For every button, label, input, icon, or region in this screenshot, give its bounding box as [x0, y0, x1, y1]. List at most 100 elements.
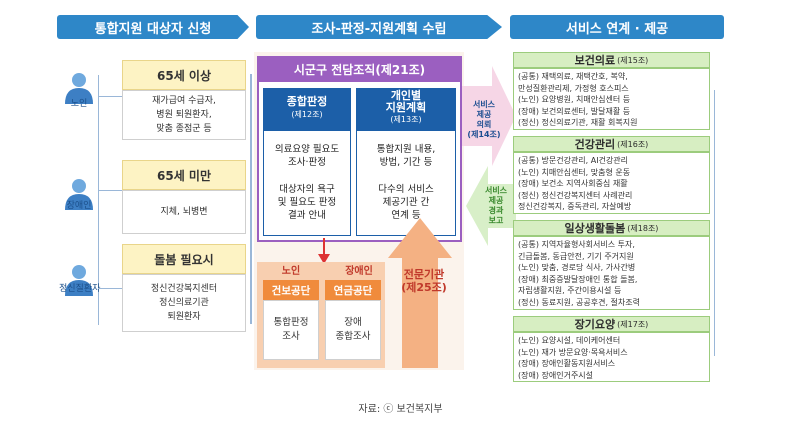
disabled-person-icon [62, 176, 96, 214]
plan-header: 개인별 지원계획 (제13조) [356, 88, 456, 130]
header-apply: 통합지원 대상자 신청 [57, 15, 249, 39]
person-label-disabled: 장애인 [66, 201, 92, 211]
service-article: (제16조) [617, 139, 649, 149]
nps-line: 장애 [344, 317, 362, 328]
plan-title: 개인별 [390, 89, 422, 102]
assessment-line: 및 필요도 판정 [277, 197, 337, 208]
connector-3 [98, 288, 122, 289]
service-header-long-term-care: 장기요양(제17조) [513, 316, 710, 332]
report-arrow-icon [466, 166, 516, 250]
category-under-65: 65세 미만 [122, 160, 246, 190]
service-item: (노인) 맞춤, 경로당 식사, 가사간병 [518, 263, 636, 272]
service-item: (노인) 요양병원, 치매안심센터 등 [518, 95, 631, 104]
assessment-line: 의료요양 필요도 [274, 144, 340, 155]
disabled-tag: 장애인 [345, 266, 373, 277]
service-item: 긴급돌봄, 동급안전, 기기 주거지원 [518, 251, 634, 261]
service-item: (정신) 동료지원, 공공후견, 절차조력 [518, 297, 640, 307]
service-item: 만성질환관리제, 가정형 호스피스 [518, 83, 629, 93]
plan-line: 다수의 서비스 [378, 184, 434, 195]
service-items-long-term-care: (노인) 요양시설, 데이케어센터 (노인) 재가 방문요양·목욕서비스 (장애… [513, 332, 710, 382]
expert-article: (제25조) [401, 281, 447, 294]
referral-label: 서비스 제공 의뢰 (제14조) [464, 100, 504, 140]
assessment-article: (제12조) [291, 110, 323, 119]
plan-body: 통합지원 내용, 방법, 기간 등 다수의 서비스 제공기관 간 연계 등 [356, 130, 456, 236]
details-under-65: 지체, 뇌병변 [122, 190, 246, 234]
referral-line: (제14조) [467, 130, 501, 139]
nps-body: 장애 종합조사 [325, 300, 381, 360]
plan-article: (제13조) [390, 115, 422, 124]
header-plan: 조사-판정-지원계획 수립 [256, 15, 502, 39]
connector-1 [98, 96, 122, 97]
service-title: 장기요양 [574, 318, 616, 331]
assessment-line: 조사·판정 [288, 157, 326, 168]
service-header-medical: 보건의료(제15조) [513, 52, 710, 68]
service-item: (장애) 보건의료센터, 발달재활 등 [518, 106, 631, 116]
service-title: 보건의료 [574, 54, 616, 67]
expert-title: 전문기관 [403, 268, 445, 281]
referral-line: 제공 [476, 110, 492, 119]
left-connector [98, 75, 99, 325]
nhis-line: 통합판정 [273, 317, 309, 328]
details-care-needed: 정신건강복지센터 정신의료기관 퇴원환자 [122, 274, 246, 332]
report-label: 서비스 제공 경과 보고 [476, 186, 516, 226]
down-arrow-icon [317, 238, 331, 268]
report-line: 경과 [488, 206, 504, 215]
report-line: 제공 [488, 196, 504, 205]
assessment-line: 대상자의 욕구 [279, 184, 335, 195]
service-items-health: (공통) 방문건강관리, AI건강관리 (노인) 치매안심센터, 맞춤형 운동 … [513, 152, 710, 214]
elderly-person-icon [62, 70, 96, 108]
detail-line: 정신건강복지센터 [150, 284, 218, 294]
category-care-needed: 돌봄 필요시 [122, 244, 246, 274]
referral-arrow-icon [462, 66, 516, 170]
referral-line: 서비스 [472, 100, 496, 109]
service-item: 자립생활지원, 주간이용시설 등 [518, 286, 622, 295]
referral-line: 의뢰 [476, 120, 492, 129]
detail-line: 정신의료기관 [159, 298, 209, 308]
service-item: 정신건강복지, 중독관리, 자살예방 [518, 202, 632, 211]
detail-line: 지체, 뇌병변 [160, 207, 208, 217]
assessment-header: 종합판정 (제12조) [263, 88, 351, 130]
service-item: (장애) 장애인활동지원서비스 [518, 359, 616, 368]
connector-2 [98, 190, 122, 191]
header-service: 서비스 연계 · 제공 [510, 15, 724, 39]
detail-line: 퇴원환자 [167, 312, 201, 322]
org-title: 시군구 전담조직(제21조) [257, 56, 462, 82]
service-item: (공통) 재택의료, 재택간호, 복약, [518, 72, 628, 81]
service-header-daily-care: 일상생활돌봄(제18조) [513, 220, 710, 236]
nps-line: 종합조사 [335, 331, 371, 342]
nhis-box: 건보공단 [263, 280, 319, 300]
service-title: 일상생활돌봄 [564, 222, 626, 235]
nhis-line: 조사 [282, 331, 300, 342]
source-caption: 자료: ⓒ 보건복지부 [358, 404, 443, 415]
report-line: 서비스 [484, 186, 508, 195]
detail-line: 병원 퇴원환자, [156, 110, 212, 120]
service-item: (노인) 재가 방문요양·목욕서비스 [518, 347, 628, 357]
service-items-medical: (공통) 재택의료, 재택간호, 복약, 만성질환관리제, 가정형 호스피스 (… [513, 68, 710, 130]
person-label-mental: 정신질환자 [59, 284, 101, 294]
left-bracket [250, 74, 252, 324]
expert-up-arrow-icon [388, 218, 452, 372]
person-label-elderly: 노인 [70, 99, 88, 109]
detail-line: 맞춤 종점군 등 [156, 124, 212, 134]
service-item: (공통) 지역자율형사회서비스 투자, [518, 240, 635, 249]
plan-line: 연계 등 [391, 210, 421, 221]
report-line: 보고 [488, 216, 504, 225]
category-65-plus: 65세 이상 [122, 60, 246, 90]
service-article: (제15조) [617, 55, 649, 65]
plan-line: 제공기관 간 [382, 197, 430, 208]
service-article: (제18조) [627, 223, 659, 233]
details-65-plus: 재가급여 수급자, 병원 퇴원환자, 맞춤 종점군 등 [122, 90, 246, 140]
plan-line: 방법, 기간 등 [379, 157, 433, 168]
mental-patient-person-icon [62, 262, 96, 300]
service-items-daily-care: (공통) 지역자율형사회서비스 투자, 긴급돌봄, 동급안전, 기기 주거지원 … [513, 236, 710, 310]
service-item: (정신) 정신의료기관, 재활 회복지원 [518, 118, 638, 127]
right-bracket [714, 90, 715, 356]
service-header-health: 건강관리(제16조) [513, 136, 710, 152]
service-item: (정신) 정신건강복지센터 사례관리 [518, 190, 633, 200]
service-title: 건강관리 [574, 138, 616, 151]
service-item: (노인) 치매안심센터, 맞춤형 운동 [518, 167, 631, 177]
service-article: (제17조) [617, 319, 649, 329]
assessment-line: 결과 안내 [288, 210, 326, 221]
elderly-tag: 노인 [281, 266, 301, 277]
plan-title2: 지원계획 [385, 101, 427, 114]
